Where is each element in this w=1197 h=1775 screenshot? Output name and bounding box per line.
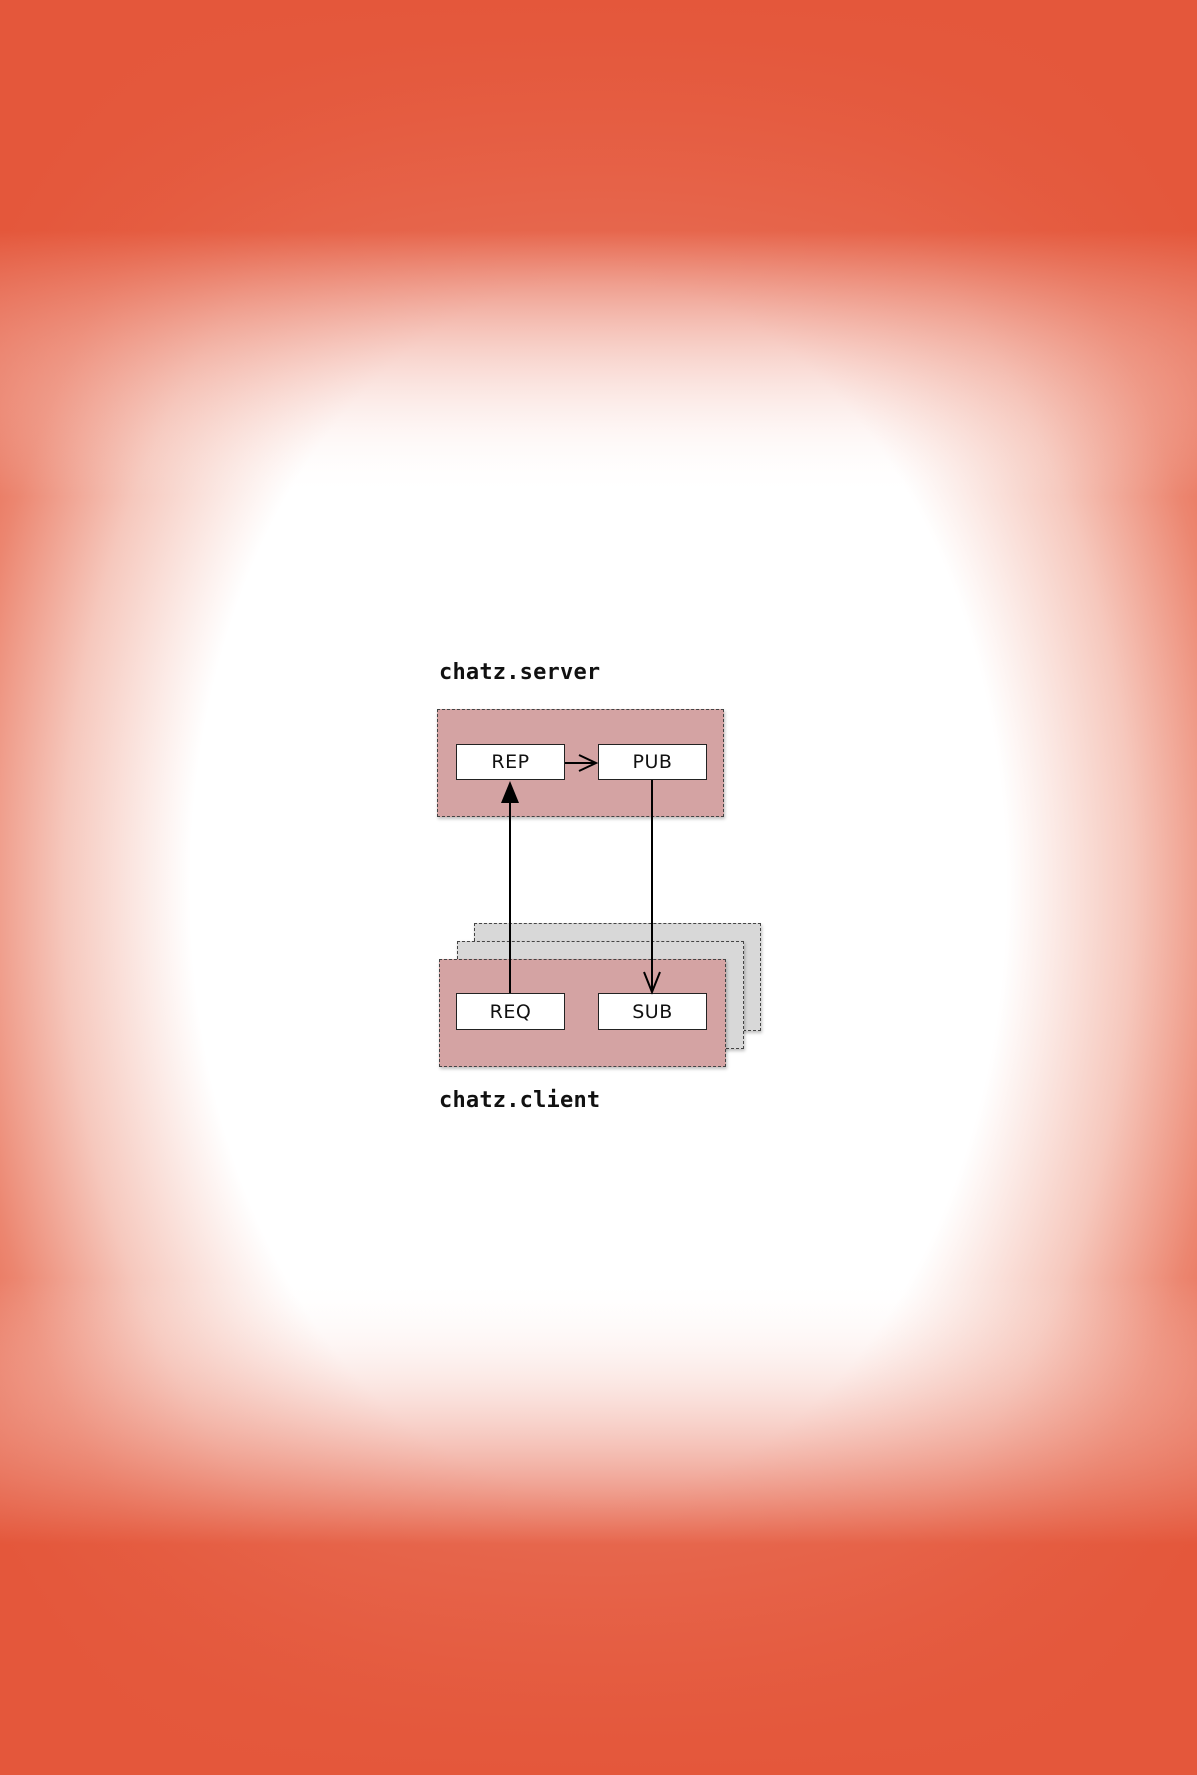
- req-socket: REQ: [456, 993, 565, 1030]
- sub-socket: SUB: [598, 993, 707, 1030]
- server-title: chatz.server: [439, 660, 601, 685]
- client-title: chatz.client: [439, 1088, 601, 1113]
- link-pub-to-sub: [643, 780, 661, 995]
- rep-socket: REP: [456, 744, 565, 780]
- link-rep-to-pub: [565, 754, 599, 772]
- pub-socket: PUB: [598, 744, 707, 780]
- filled-arrowhead: [501, 781, 519, 803]
